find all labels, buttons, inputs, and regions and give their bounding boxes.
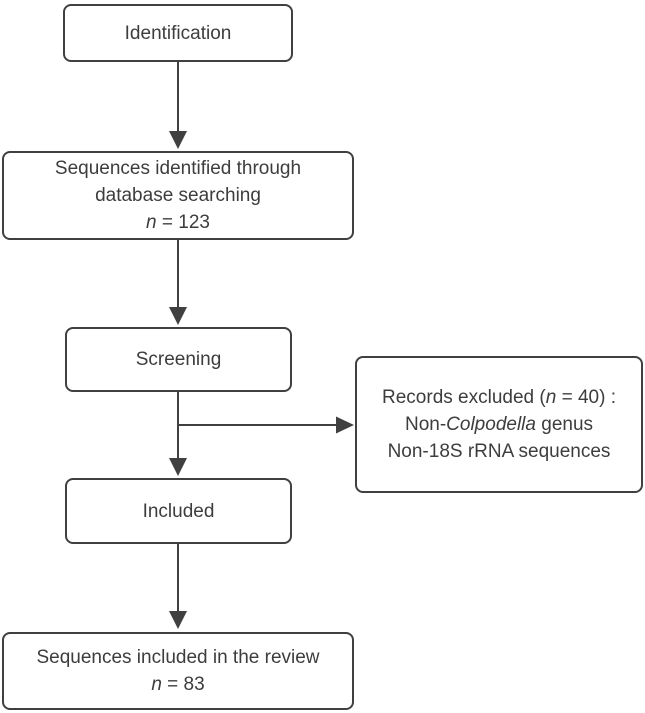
box-identification: Identification [63,4,293,62]
box-sequences-identified: Sequences identified through database se… [2,151,354,240]
identified-n-value: = 123 [156,212,210,233]
box-screening: Screening [65,327,292,392]
arrow-identification-to-identified [169,62,187,149]
identified-line-2: database searching [95,185,261,206]
arrow-identified-to-screening [169,240,187,325]
excluded-line-2-post: genus [535,414,594,435]
box-screening-label: Screening [135,349,222,370]
excluded-line-3: Non-18S rRNA sequences [387,441,611,462]
identified-line-1: Sequences identified through [54,158,302,179]
excluded-line-1: Records excluded (n = 40) : [382,384,616,411]
excluded-line-2: Non-Colpodella genus [405,411,593,438]
identified-count: n = 123 [146,209,210,236]
arrow-branch-to-excluded [178,416,354,434]
review-n-value: = 83 [161,674,205,695]
box-identification-label: Identification [124,22,232,44]
box-included-label: Included [142,500,215,522]
identified-n-symbol: n [146,212,157,233]
box-sequences-review: Sequences included in the review n = 83 [2,632,354,710]
review-n-symbol: n [151,674,162,695]
box-records-excluded: Records excluded (n = 40) : Non-Colpodel… [355,356,643,493]
arrow-screening-to-included [169,392,187,476]
excluded-line-2-pre: Non- [404,414,447,435]
excluded-n-symbol: n [545,387,557,408]
review-line-1: Sequences included in the review [36,647,320,668]
excluded-line-1-post: = 40) : [556,387,616,408]
box-included: Included [65,478,292,544]
review-count: n = 83 [151,671,204,698]
excluded-line-1-pre: Records excluded ( [382,387,546,408]
arrow-included-to-review [169,544,187,629]
excluded-genus-name: Colpodella [446,414,536,435]
